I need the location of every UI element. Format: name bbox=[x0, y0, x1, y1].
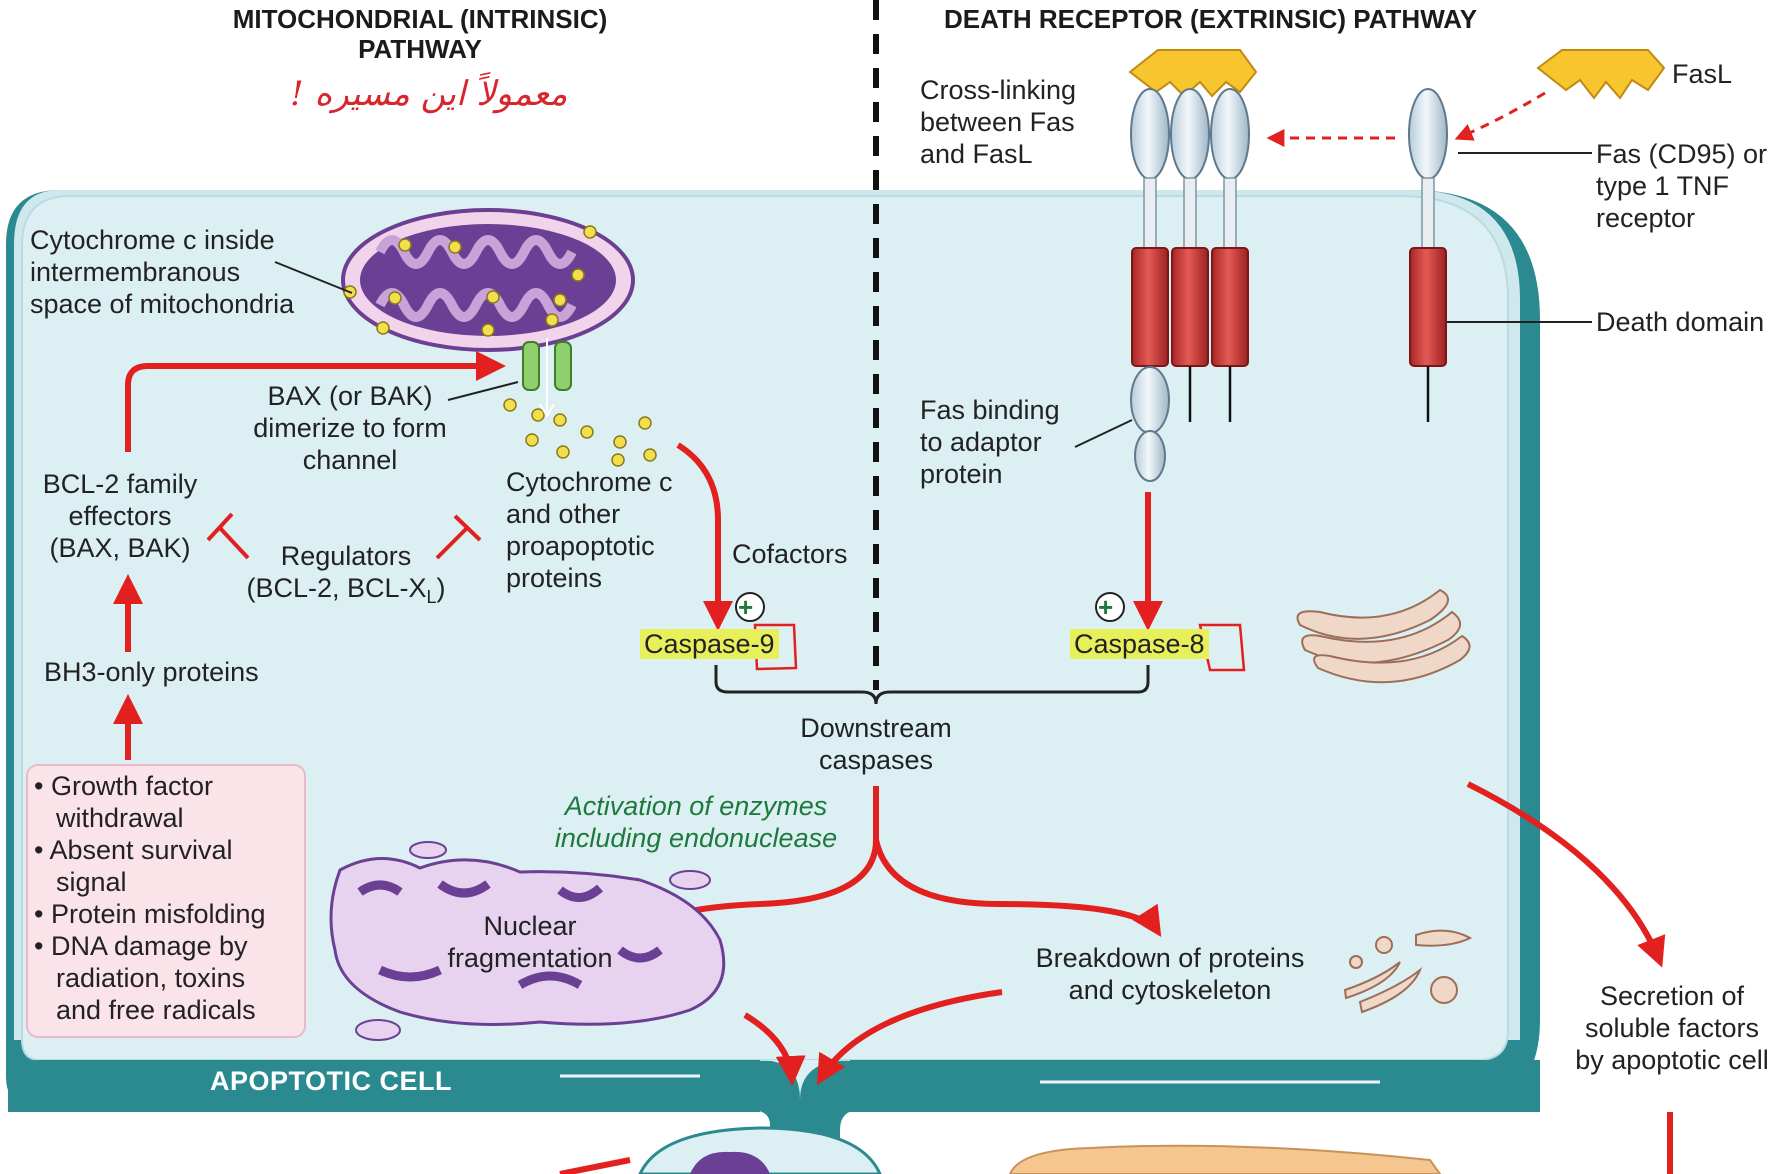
cytochrome-c-dots bbox=[343, 225, 657, 467]
breakdown-label: Breakdown of proteins and cytoskeleton bbox=[1035, 943, 1305, 1005]
cytochrome-released-label: Cytochrome c and other proapoptotic prot… bbox=[506, 467, 673, 593]
downstream-arrows bbox=[559, 781, 1673, 1174]
secretion-label: Secretion of soluble factors by apoptoti… bbox=[1575, 981, 1769, 1075]
fas-receptor-label: Fas (CD95) or type 1 TNF receptor bbox=[1596, 139, 1768, 233]
fas-receptor-cluster bbox=[1130, 88, 1250, 482]
leader-lines bbox=[274, 152, 1592, 448]
caspase-merge-bracket bbox=[714, 665, 1150, 705]
plus-circles bbox=[735, 592, 1125, 622]
cytoskeleton-fragments-icon bbox=[1343, 929, 1473, 1014]
death-domain-label: Death domain bbox=[1596, 307, 1765, 337]
golgi-icon bbox=[1296, 588, 1471, 684]
caspase9-label: Caspase-9 bbox=[640, 628, 779, 660]
fas-receptor-single bbox=[1408, 88, 1448, 422]
apoptotic-cell-label: APOPTOTIC CELL bbox=[210, 1066, 453, 1096]
crosslinking-label: Cross-linking between Fas and FasL bbox=[920, 75, 1077, 169]
activation-enzymes-label: Activation of enzymes including endonucl… bbox=[554, 791, 838, 853]
cytochrome-inside-label: Cytochrome c inside intermembranous spac… bbox=[30, 225, 295, 319]
fas-binding-label: Fas binding to adaptor protein bbox=[920, 395, 1060, 489]
triggers-box bbox=[26, 764, 306, 1038]
bh3-label: BH3-only proteins bbox=[44, 657, 259, 687]
intrinsic-header-line1: MITOCHONDRIAL (INTRINSIC) bbox=[232, 4, 608, 34]
intrinsic-header-line2: PATHWAY bbox=[358, 34, 482, 64]
plus-sign-caspase8: + bbox=[1098, 592, 1114, 622]
triggers-list: • Growth factor withdrawal • Absent surv… bbox=[34, 771, 266, 1025]
downstream-caspases-label: Downstream caspases bbox=[800, 713, 952, 775]
apoptotic-body-bottom bbox=[638, 1126, 1442, 1174]
nucleus-fragment-icon bbox=[329, 841, 726, 1041]
intrinsic-header: MITOCHONDRIAL (INTRINSIC) PATHWAY bbox=[200, 4, 640, 64]
fasl-label: FasL bbox=[1672, 59, 1733, 89]
intrinsic-arrows bbox=[113, 351, 733, 760]
bax-channel-icon bbox=[522, 338, 572, 418]
cofactors-label: Cofactors bbox=[732, 539, 848, 569]
bcl2-effectors-label: BCL-2 family effectors (BAX, BAK) bbox=[42, 469, 198, 563]
regulators-label: Regulators (BCL-2, BCL-XL) bbox=[226, 540, 466, 613]
inhibition-bars bbox=[206, 512, 482, 560]
nuclear-fragmentation-label: Nuclear fragmentation bbox=[447, 911, 613, 973]
mitochondrion-icon bbox=[341, 208, 635, 352]
fasl-trimer-icon bbox=[1128, 49, 1666, 100]
extrinsic-arrows bbox=[1266, 91, 1546, 147]
plus-sign-caspase9: + bbox=[738, 592, 754, 622]
regulators-members: (BCL-2, BCL-XL) bbox=[246, 573, 446, 607]
bax-channel-label: BAX (or BAK) dimerize to form channel bbox=[253, 381, 447, 475]
handwritten-note: معمولاً این مسیره ! bbox=[290, 74, 568, 114]
caspase8-label: Caspase-8 bbox=[1070, 628, 1209, 660]
extrinsic-header: DEATH RECEPTOR (EXTRINSIC) PATHWAY bbox=[944, 4, 1478, 34]
